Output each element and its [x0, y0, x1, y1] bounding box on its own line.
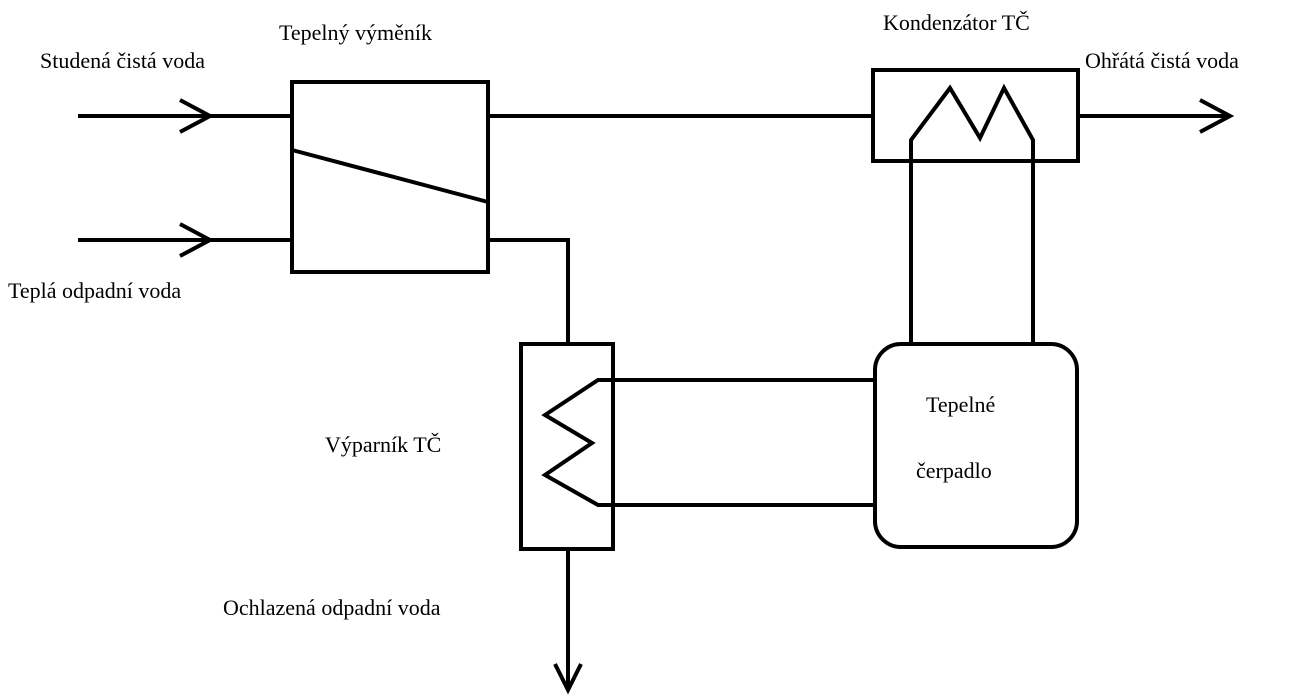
cooled-water-arrow-icon — [553, 663, 583, 695]
label-evaporator: Výparník TČ — [325, 432, 441, 457]
condenser-coil-icon — [909, 83, 1035, 360]
label-heat-exchanger: Tepelný výměník — [279, 20, 432, 45]
pipe-exchanger-to-evaporator — [488, 238, 570, 344]
label-condenser: Kondenzátor TČ — [883, 10, 1030, 35]
cold-clean-water-inlet — [78, 98, 292, 134]
label-heated-clean-water: Ohřátá čistá voda — [1085, 48, 1239, 73]
cold-water-arrow-icon — [179, 98, 215, 134]
evaporator-coil-icon — [541, 378, 875, 507]
heat-pump-box — [873, 342, 1079, 549]
heated-water-arrow-icon — [1199, 98, 1235, 134]
heat-exchanger — [290, 80, 490, 274]
condenser-box — [871, 68, 1080, 163]
label-heat-pump-line2: čerpadlo — [916, 458, 992, 483]
label-cooled-waste-water: Ochlazená odpadní voda — [223, 595, 441, 620]
warm-waste-water-inlet — [78, 222, 292, 258]
label-heat-pump-line1: Tepelné — [926, 392, 995, 417]
label-warm-waste-water: Teplá odpadní voda — [8, 278, 181, 303]
cooled-waste-water-outlet — [553, 549, 583, 695]
condenser — [871, 68, 1080, 360]
evaporator-box — [519, 342, 615, 551]
waste-water-arrow-icon — [179, 222, 215, 258]
evaporator — [519, 342, 875, 551]
heat-exchanger-divider — [291, 148, 489, 204]
label-cold-clean-water: Studená čistá voda — [40, 48, 205, 73]
heated-clean-water-outlet — [1078, 98, 1235, 134]
